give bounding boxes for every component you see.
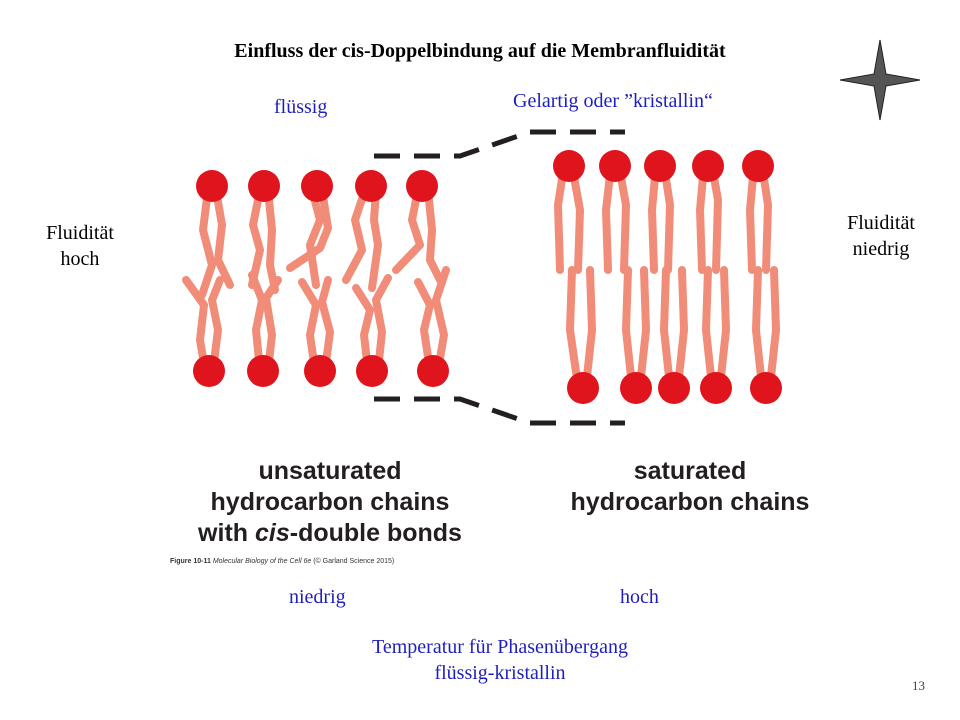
caption-unsaturated: unsaturated hydrocarbon chains with cis-… bbox=[170, 456, 490, 549]
temp-high-label: hoch bbox=[620, 586, 659, 608]
caption-cis-line: with cis-double bonds bbox=[198, 519, 462, 547]
unsaturated-lipid-heads bbox=[193, 170, 449, 387]
figure-credit: Figure 10-11 Molecular Biology of the Ce… bbox=[170, 558, 395, 565]
unsaturated-lipid-layer bbox=[182, 186, 450, 374]
fluidity-high-label: Fluidität hoch bbox=[46, 222, 114, 270]
transition-temperature-label: Temperatur für Phasenübergang flüssig-kr… bbox=[372, 636, 628, 684]
fluidity-low-label: Fluidität niedrig bbox=[847, 212, 915, 260]
caption-saturated: saturated hydrocarbon chains bbox=[570, 457, 810, 516]
label-fluid: flüssig bbox=[274, 96, 328, 118]
label-gel-crystalline: Gelartig oder ”kristallin“ bbox=[513, 90, 713, 112]
page-number: 13 bbox=[912, 678, 925, 693]
saturated-lipid-layer bbox=[554, 162, 780, 390]
slide-title: Einfluss der cis-Doppelbindung auf die M… bbox=[234, 40, 726, 62]
membrane-illustration bbox=[182, 129, 782, 426]
saturated-lipid-heads bbox=[553, 150, 782, 404]
temp-low-label: niedrig bbox=[289, 586, 346, 608]
membrane-boundary-dashes bbox=[374, 129, 625, 426]
star-icon bbox=[839, 39, 921, 121]
